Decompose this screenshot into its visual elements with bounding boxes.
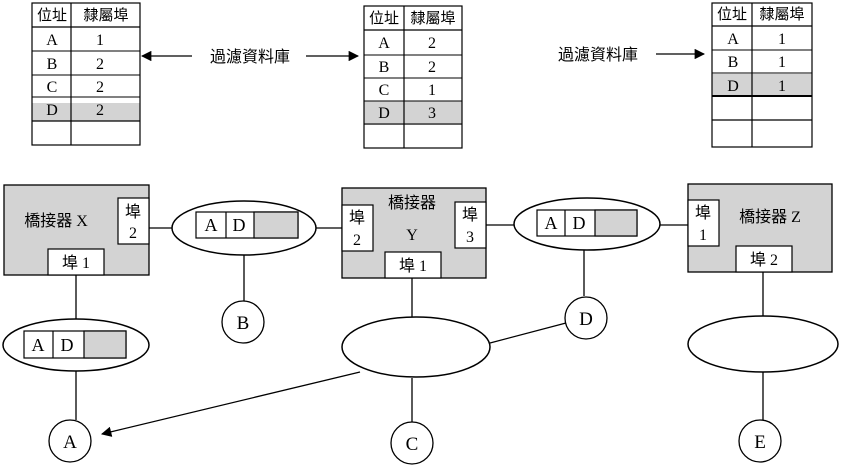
host-c: C xyxy=(390,421,434,465)
bridge-y: 橋接器 Y 埠 2 埠 3 埠 1 xyxy=(341,187,487,279)
host-b: B xyxy=(221,300,265,344)
table-x-cell: A xyxy=(46,32,58,49)
host-b-label: B xyxy=(237,313,250,334)
lan-segment-y xyxy=(341,316,491,378)
bridge-z-title: 橋接器 Z xyxy=(739,208,801,226)
table-x-header-port: 隸屬埠 xyxy=(83,6,128,24)
table-x-highlight-row xyxy=(32,103,140,121)
bridge-x-port-2-number: 2 xyxy=(129,225,137,242)
bridge-y-letter: Y xyxy=(406,227,418,244)
bridge-x-port-1-label: 埠 1 xyxy=(62,254,90,272)
bridge-x-port-1 xyxy=(47,248,105,276)
lan-segment-x: A D xyxy=(2,318,150,372)
filter-db-label-left: 過濾資料庫 xyxy=(210,48,290,66)
frame-src: A xyxy=(545,213,558,233)
table-z-cell: B xyxy=(728,54,739,71)
bridge-x-port-2-label: 埠 xyxy=(125,203,141,221)
bridge-x-title: 橋接器 X xyxy=(24,212,88,230)
table-y-cell: 2 xyxy=(428,59,436,76)
host-d-label: D xyxy=(579,309,593,330)
table-z-cell: 1 xyxy=(778,54,786,71)
table-x-cell: D xyxy=(46,102,58,119)
filter-table-z: 位址 隸屬埠 A 1 B 1 D 1 xyxy=(711,2,813,148)
table-x-cell: C xyxy=(47,79,58,96)
bridge-z-port-2-label: 埠 2 xyxy=(750,251,778,269)
host-e: E xyxy=(738,419,782,463)
table-z-cell: D xyxy=(727,78,739,95)
table-y-highlight-row xyxy=(364,101,462,123)
host-c-label: C xyxy=(406,434,419,455)
bridge-z-port-2 xyxy=(735,245,793,273)
bridge-y-port-1 xyxy=(384,251,442,279)
table-x-cell: 2 xyxy=(96,56,104,73)
bridge-y-port-2-number: 2 xyxy=(353,232,361,249)
table-z-highlight-row xyxy=(712,74,812,96)
host-e-label: E xyxy=(754,432,766,453)
filter-table-y: 位址 隸屬埠 A 2 B 2 C 1 D 3 xyxy=(363,5,463,149)
host-a-label: A xyxy=(63,432,77,453)
table-x-cell: 2 xyxy=(96,79,104,96)
table-y-cell: 2 xyxy=(428,35,436,52)
table-z-cell: A xyxy=(727,31,739,48)
links xyxy=(75,224,764,437)
bridge-y-port-3-label: 埠 xyxy=(462,206,478,224)
bridge-y-port-1-label: 埠 1 xyxy=(399,257,427,275)
table-x-header-address: 位址 xyxy=(37,7,67,24)
bridge-y-port-3 xyxy=(454,201,487,249)
table-y-cell: D xyxy=(378,105,390,122)
bridge-z-port-1-label: 埠 xyxy=(695,204,711,222)
table-z-cell: 1 xyxy=(778,31,786,48)
lan-segment-xy: A D xyxy=(171,200,317,256)
bridge-y-port-2 xyxy=(341,204,374,252)
table-z-header-address: 位址 xyxy=(717,6,747,23)
bridge-z-port-1-number: 1 xyxy=(699,227,707,244)
filter-db-arrow-right: 過濾資料庫 xyxy=(558,46,706,64)
frame-src: A xyxy=(32,335,45,355)
frame-src: A xyxy=(205,215,218,235)
table-y-cell: 1 xyxy=(428,82,436,99)
table-y-header-port: 隸屬埠 xyxy=(410,9,455,27)
table-y-cell: C xyxy=(379,82,390,99)
bridge-z: 橋接器 Z 埠 1 埠 2 xyxy=(687,183,833,273)
lan-segment-z xyxy=(687,315,839,373)
filter-db-label-right: 過濾資料庫 xyxy=(558,46,638,64)
bridge-y-title: 橋接器 xyxy=(388,194,436,212)
bridge-x: 橋接器 X 埠 2 埠 1 xyxy=(3,184,150,276)
filter-db-arrow-left: 過濾資料庫 xyxy=(140,48,360,66)
bridge-x-port-2 xyxy=(117,197,150,245)
table-x-cell: 2 xyxy=(96,102,104,119)
bridge-y-port-2-label: 埠 xyxy=(349,209,365,227)
bridge-y-port-3-number: 3 xyxy=(466,229,474,246)
bridge-z-port-1 xyxy=(687,199,720,247)
frame-dst: D xyxy=(61,335,74,355)
table-z-header-port: 隸屬埠 xyxy=(759,5,804,23)
filter-table-x: 位址 隸屬埠 A 1 B 2 C 2 D 2 xyxy=(31,2,141,146)
frame-dst: D xyxy=(233,215,246,235)
table-x-cell: B xyxy=(47,56,58,73)
lan-segment-yz: A D xyxy=(513,197,661,251)
table-y-header-address: 位址 xyxy=(369,10,399,27)
table-y-cell: 3 xyxy=(428,105,436,122)
host-a: A xyxy=(48,419,92,463)
frame-dst: D xyxy=(573,213,586,233)
table-y-cell: B xyxy=(379,59,390,76)
host-d: D xyxy=(564,296,608,340)
table-y-cell: A xyxy=(378,35,390,52)
table-z-cell: 1 xyxy=(778,78,786,95)
table-x-cell: 1 xyxy=(96,32,104,49)
